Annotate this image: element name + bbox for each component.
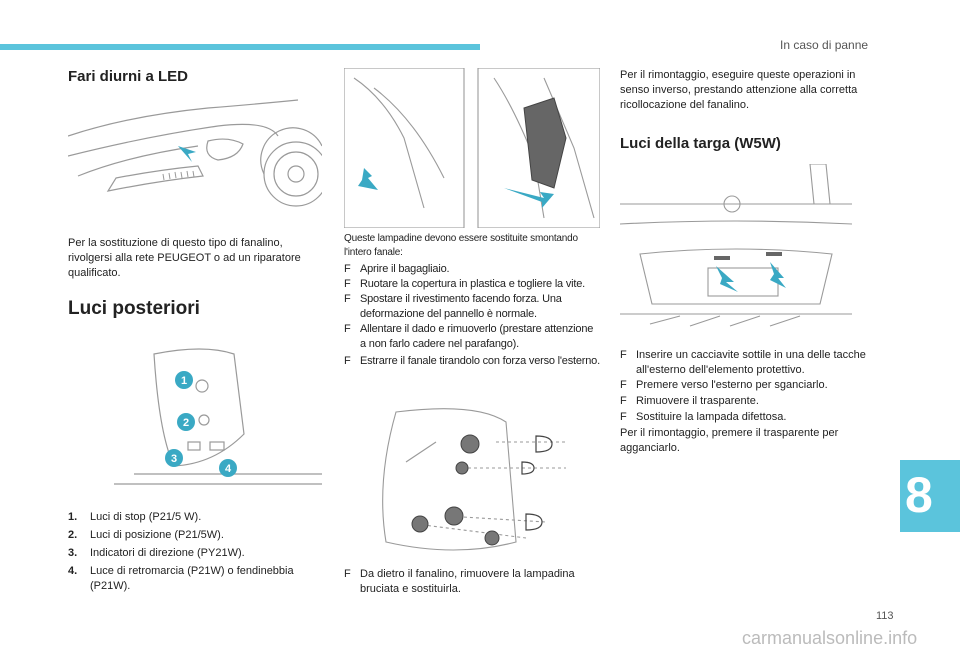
remount-text: Per il rimontaggio, eseguire queste oper… bbox=[620, 69, 858, 111]
rear-list-item-2: 2. Luci di posizione (P21/5W). bbox=[68, 528, 322, 543]
arrow-icon bbox=[770, 262, 786, 288]
callout-label-3: 3 bbox=[171, 453, 177, 465]
header-accent-bar bbox=[0, 44, 480, 50]
bullet-mark: F bbox=[620, 379, 627, 391]
step-text: Allentare il dado e rimuoverlo (prestare… bbox=[360, 323, 594, 350]
plate-step-2: F Premere verso l'esterno per sganciarlo… bbox=[620, 378, 870, 393]
bullet-mark: F bbox=[344, 278, 351, 290]
callout-label-1: 1 bbox=[181, 375, 187, 387]
trunk-disassembly-figure bbox=[343, 67, 601, 229]
rear-list-item-1: 1. Luci di stop (P21/5 W). bbox=[68, 510, 322, 525]
plate-step-3: F Rimuovere il trasparente. bbox=[620, 394, 870, 409]
list-text: Luci di stop (P21/5 W). bbox=[90, 511, 202, 523]
step-text: Sostituire la lampada difettosa. bbox=[636, 411, 787, 423]
trunk-step-2: F Ruotare la copertura in plastica e tog… bbox=[344, 277, 600, 292]
callout-3 bbox=[165, 449, 183, 467]
callout-1 bbox=[175, 371, 193, 389]
trunk-intro: Queste lampadine devono essere sostituit… bbox=[344, 233, 578, 258]
list-text: Indicatori di direzione (PY21W). bbox=[90, 547, 245, 559]
led-headlight-figure bbox=[67, 96, 329, 224]
rear-list-item-4: 4. Luce di retromarcia (P21W) o fendineb… bbox=[68, 564, 322, 594]
arrow-icon bbox=[504, 188, 554, 208]
arrow-icon bbox=[178, 146, 196, 162]
bullet-mark: F bbox=[344, 293, 351, 305]
callout-label-4: 4 bbox=[225, 463, 232, 475]
led-headlight-drawing bbox=[67, 99, 329, 207]
plate-light-figure bbox=[619, 163, 853, 334]
bullet-mark: F bbox=[344, 568, 351, 580]
bullet-mark: F bbox=[620, 411, 627, 423]
list-number: 3. bbox=[68, 547, 78, 559]
trunk-step-3: F Spostare il rivestimento facendo forza… bbox=[344, 292, 600, 322]
bulb-holder-drawing bbox=[382, 408, 566, 551]
step-text: Aprire il bagagliaio. bbox=[360, 263, 450, 275]
callout-label-2: 2 bbox=[183, 417, 189, 429]
led-text: Per la sostituzione di questo tipo di fa… bbox=[68, 237, 301, 279]
heading-plate-lights: Luci della targa (W5W) bbox=[620, 135, 781, 152]
panel-shape bbox=[523, 97, 567, 189]
trunk-step-5: F Estrarre il fanale tirandolo con forza… bbox=[344, 354, 600, 369]
heading-rear-lights: Luci posteriori bbox=[68, 298, 200, 319]
trunk-step-4: F Allentare il dado e rimuoverlo (presta… bbox=[344, 322, 600, 352]
bullet-mark: F bbox=[620, 349, 627, 361]
callout-4 bbox=[219, 459, 237, 477]
callout-2 bbox=[177, 413, 195, 431]
step-text: Rimuovere il trasparente. bbox=[636, 395, 759, 407]
list-number: 2. bbox=[68, 529, 78, 541]
plate-final-text: Per il rimontaggio, premere il trasparen… bbox=[620, 427, 839, 454]
arrow-icon bbox=[358, 168, 378, 190]
bullet-mark: F bbox=[620, 395, 627, 407]
plate-step-1: F Inserire un cacciavite sottile in una … bbox=[620, 348, 870, 378]
rear-light-drawing: 1 2 3 4 bbox=[114, 348, 322, 485]
trunk-drawing bbox=[343, 67, 601, 229]
section-title: In caso di panne bbox=[780, 38, 869, 52]
heading-led: Fari diurni a LED bbox=[68, 68, 189, 85]
step-text: Da dietro il fanalino, rimuovere la lamp… bbox=[360, 568, 575, 595]
bullet-mark: F bbox=[344, 263, 351, 275]
list-text: Luci di posizione (P21/5W). bbox=[90, 529, 224, 541]
bullet-mark: F bbox=[344, 355, 351, 367]
list-number: 4. bbox=[68, 565, 78, 577]
plate-light-drawing bbox=[619, 163, 853, 327]
trunk-step-1: F Aprire il bagagliaio. bbox=[344, 262, 600, 277]
step-text: Spostare il rivestimento facendo forza. … bbox=[360, 293, 562, 320]
plate-step-4: F Sostituire la lampada difettosa. bbox=[620, 410, 870, 425]
step-text: Estrarre il fanale tirandolo con forza v… bbox=[360, 355, 600, 367]
page-number: 113 bbox=[876, 610, 894, 622]
bullet-mark: F bbox=[344, 323, 351, 335]
rear-list-item-3: 3. Indicatori di direzione (PY21W). bbox=[68, 546, 322, 561]
list-number: 1. bbox=[68, 511, 78, 523]
arrow-icon bbox=[716, 266, 738, 292]
rear-light-figure: 1 2 3 4 bbox=[114, 334, 322, 494]
bulb-holder-figure bbox=[376, 402, 576, 558]
step-text: Premere verso l'esterno per sganciarlo. bbox=[636, 379, 828, 391]
bulb-replace-step: F Da dietro il fanalino, rimuovere la la… bbox=[344, 567, 600, 597]
step-text: Ruotare la copertura in plastica e togli… bbox=[360, 278, 586, 290]
chapter-tab bbox=[900, 460, 960, 532]
watermark: carmanualsonline.info bbox=[742, 628, 918, 648]
chapter-number: 8 bbox=[905, 467, 933, 523]
list-text: Luce di retromarcia (P21W) o fendinebbia… bbox=[90, 565, 294, 592]
step-text: Inserire un cacciavite sottile in una de… bbox=[636, 349, 866, 376]
